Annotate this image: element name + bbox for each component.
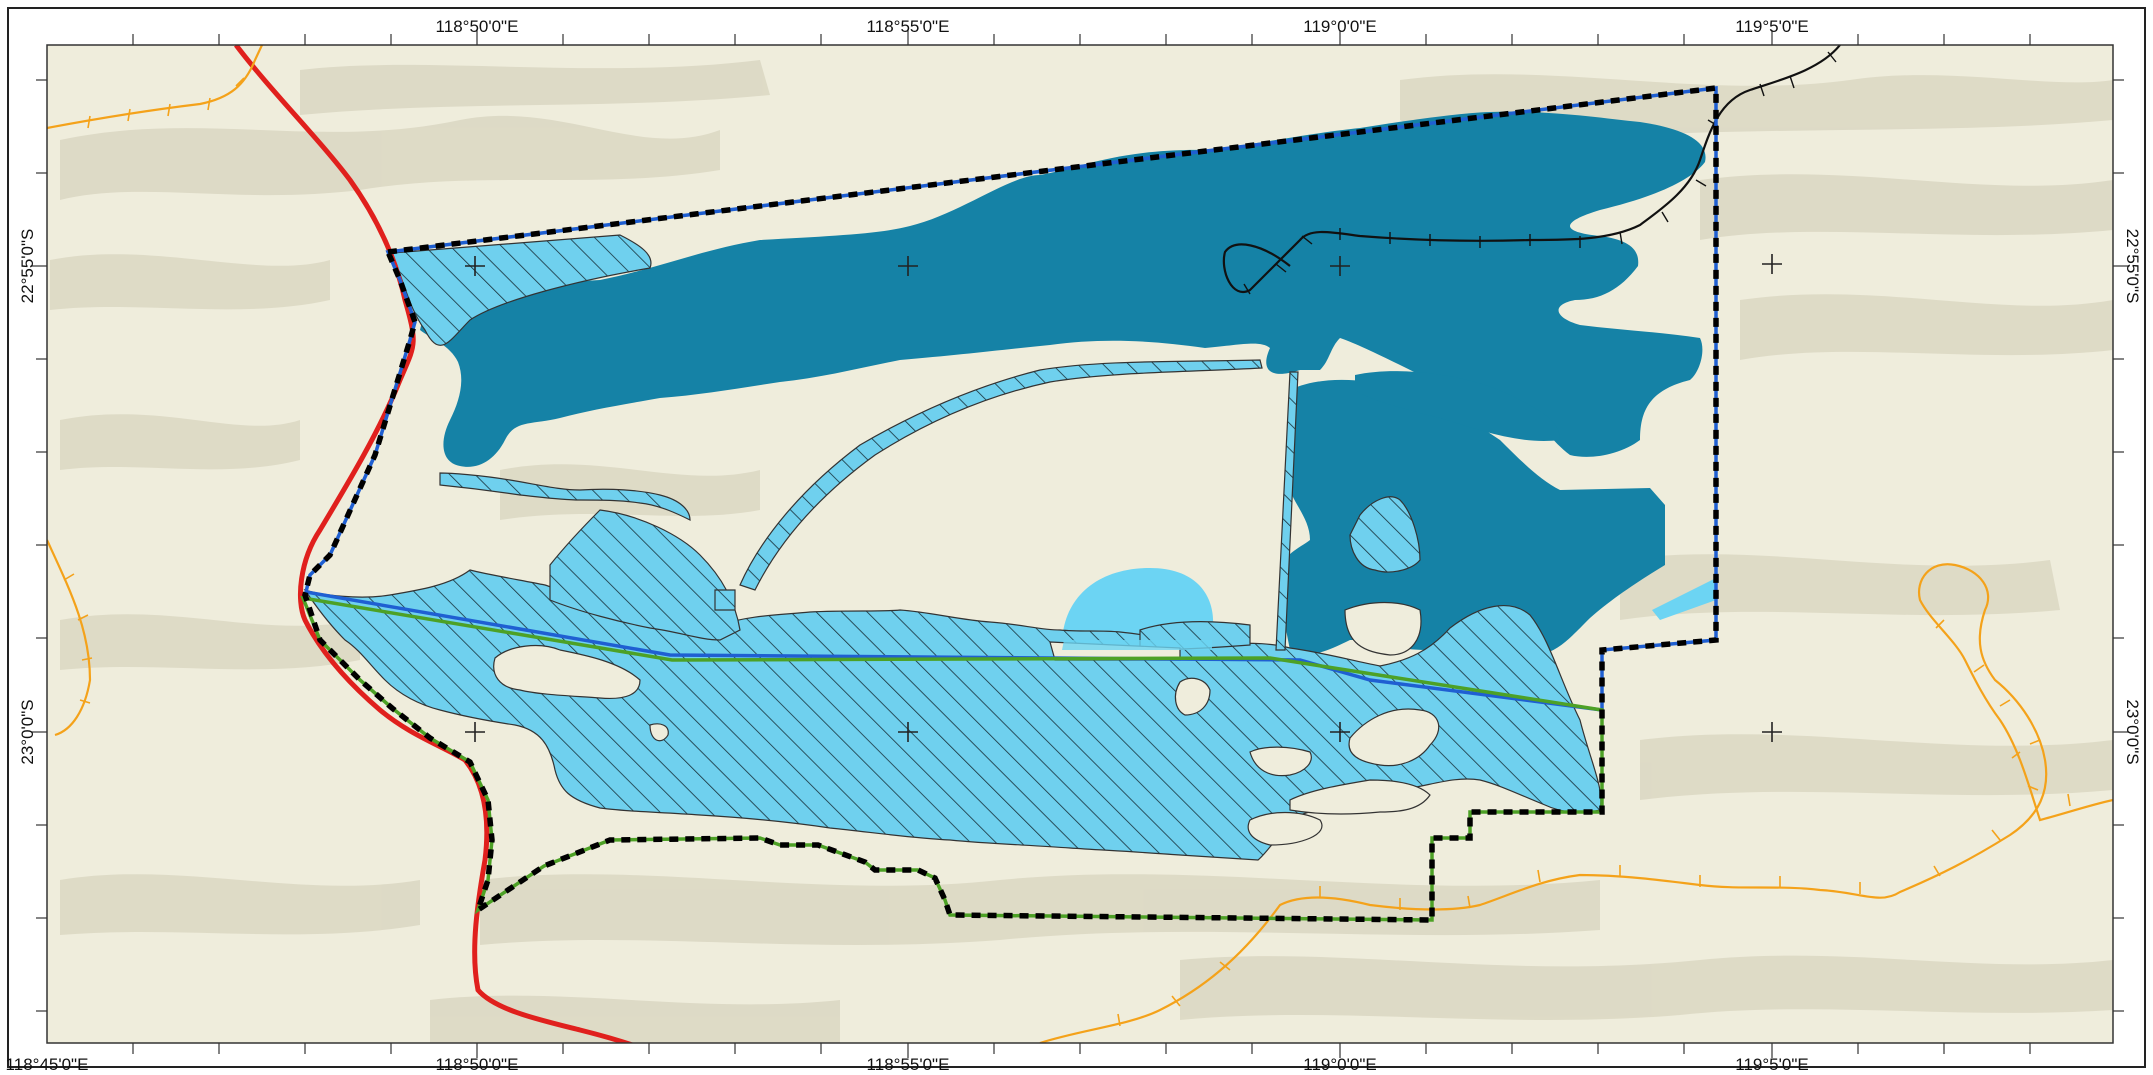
left-label: 23°0'0"S xyxy=(18,699,37,764)
project-boundary-dashed xyxy=(302,84,1719,923)
railway-orange-ticks xyxy=(63,77,2071,1027)
top-label: 118°55'0"E xyxy=(867,17,950,36)
right-coordinate-labels: 22°55'0"S 23°0'0"S xyxy=(2123,229,2142,765)
pond-overlay xyxy=(1062,640,1212,650)
deep-water-areas xyxy=(420,111,1706,659)
right-label: 22°55'0"S xyxy=(2123,229,2142,304)
bottom-coordinate-labels: 118°45'0"E 118°50'0"E 118°55'0"E 119°0'0… xyxy=(6,1055,1809,1074)
excluded-pockets xyxy=(493,601,1440,846)
top-label: 119°5'0"E xyxy=(1735,17,1808,36)
railway-black xyxy=(1222,45,1841,294)
hatched-areas xyxy=(303,234,1602,861)
railway-black-ticks xyxy=(1243,51,1837,295)
top-coordinate-labels: 118°50'0"E 118°55'0"E 119°0'0"E 119°5'0"… xyxy=(436,17,1809,36)
top-label: 118°50'0"E xyxy=(436,17,519,36)
top-label: 119°0'0"E xyxy=(1303,17,1376,36)
right-label: 23°0'0"S xyxy=(2123,699,2142,764)
bottom-label: 118°45'0"E xyxy=(6,1055,89,1074)
bottom-label: 118°55'0"E xyxy=(867,1055,950,1074)
map-panel xyxy=(47,45,2113,1043)
left-label: 22°55'0"S xyxy=(18,229,37,304)
bottom-label: 119°0'0"E xyxy=(1303,1055,1376,1074)
graticule-cross-icon xyxy=(465,254,1782,742)
bottom-label: 119°5'0"E xyxy=(1735,1055,1808,1074)
bottom-label: 118°50'0"E xyxy=(436,1055,519,1074)
light-blue-strip xyxy=(1652,578,1716,620)
frame-ticks xyxy=(32,30,2128,1058)
left-coordinate-labels: 22°55'0"S 23°0'0"S xyxy=(18,229,37,765)
